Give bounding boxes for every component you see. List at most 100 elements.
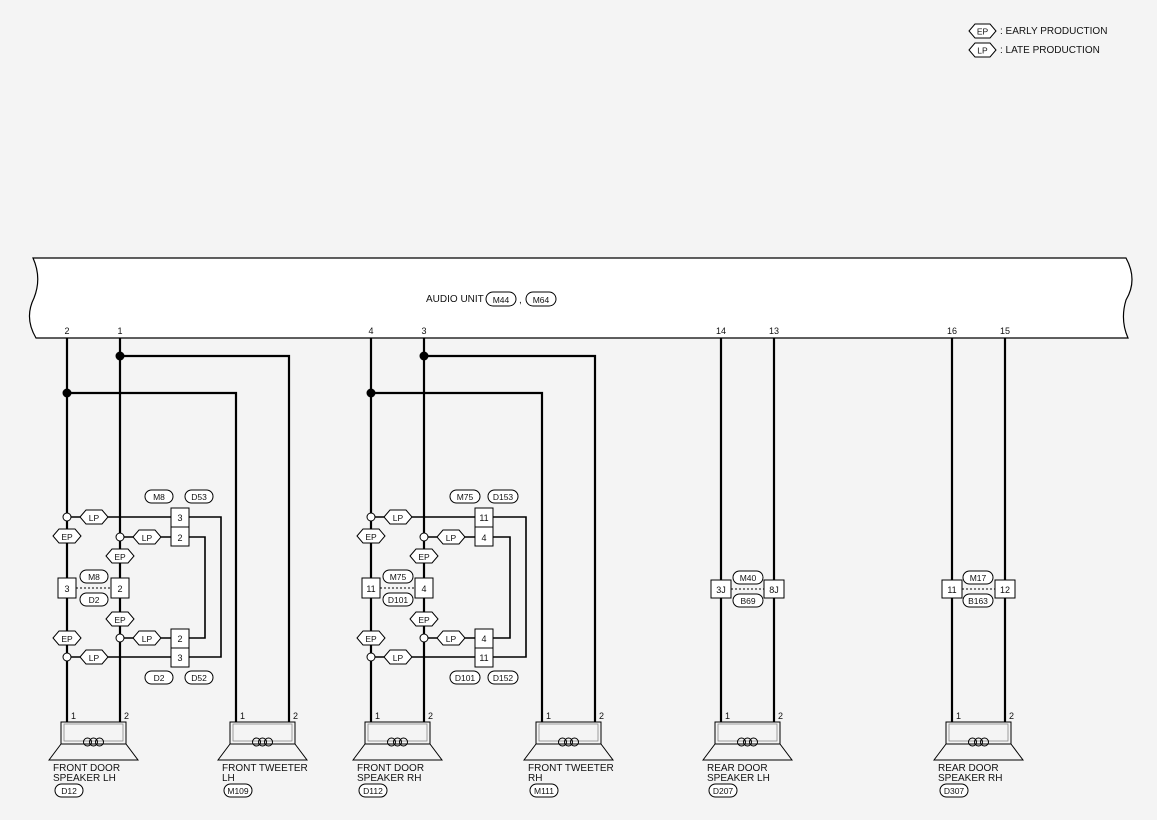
coil-icon bbox=[564, 737, 573, 747]
front-rh-wiring: LP LP LP LP EP EP EP EP M75 D153 11 4 11… bbox=[356, 338, 597, 722]
svg-text:8J: 8J bbox=[769, 585, 779, 595]
unit-pin-1: 1 bbox=[117, 326, 122, 336]
svg-text:EP: EP bbox=[61, 532, 73, 542]
speaker-pin: 2 bbox=[293, 711, 298, 721]
svg-text:LP: LP bbox=[142, 634, 153, 644]
coil-icon bbox=[749, 737, 758, 747]
ep-tag bbox=[52, 528, 82, 544]
speaker-pin: 1 bbox=[725, 711, 730, 721]
coil-icon bbox=[95, 737, 104, 747]
lp-tag bbox=[79, 649, 109, 665]
legend-ep-text: : EARLY PRODUCTION bbox=[1000, 26, 1107, 37]
svg-text:EP: EP bbox=[365, 634, 377, 644]
svg-text:D52: D52 bbox=[191, 673, 207, 683]
speaker-pin: 2 bbox=[1009, 711, 1014, 721]
unit-pin-13: 13 bbox=[769, 326, 779, 336]
splice-dot bbox=[115, 351, 125, 361]
coil-icon bbox=[974, 737, 983, 747]
svg-text:EP: EP bbox=[114, 552, 126, 562]
lp-tag bbox=[79, 509, 109, 525]
svg-text:4: 4 bbox=[481, 634, 486, 644]
svg-text:LP: LP bbox=[393, 653, 404, 663]
coil-icon bbox=[89, 737, 98, 747]
coil-icon bbox=[252, 737, 261, 747]
ep-tag bbox=[52, 630, 82, 646]
audio-unit: AUDIO UNIT M44 , M64 2 1 4 3 14 13 16 15 bbox=[28, 257, 1133, 339]
audio-unit-label: AUDIO UNIT bbox=[426, 294, 484, 305]
coil-icon bbox=[980, 737, 989, 747]
svg-text:D2: D2 bbox=[154, 673, 165, 683]
coil-icon bbox=[737, 737, 746, 747]
svg-text:LP: LP bbox=[89, 653, 100, 663]
audio-unit-conn1-oval bbox=[485, 291, 517, 307]
rear-rh-wiring: 11 12 M17 B163 bbox=[941, 338, 1016, 722]
legend: EP : EARLY PRODUCTION LP : LATE PRODUCTI… bbox=[968, 23, 1107, 58]
coil-icon bbox=[570, 737, 579, 747]
speaker-name-line2: SPEAKER LH bbox=[707, 773, 770, 784]
legend-ep-badge bbox=[968, 23, 997, 39]
speaker-conn: M109 bbox=[227, 786, 249, 796]
svg-text:3: 3 bbox=[177, 653, 182, 663]
audio-unit-conn1: M44 bbox=[493, 295, 510, 305]
speaker-name-line2: LH bbox=[222, 773, 235, 784]
speaker-name-line2: SPEAKER LH bbox=[53, 773, 116, 784]
audio-unit-sep: , bbox=[519, 295, 522, 306]
svg-text:B163: B163 bbox=[968, 596, 988, 606]
speaker-conn-oval bbox=[708, 783, 738, 798]
legend-ep-tag: EP bbox=[977, 27, 989, 37]
svg-text:D2: D2 bbox=[89, 595, 100, 605]
svg-text:LP: LP bbox=[446, 533, 457, 543]
speaker-pin: 1 bbox=[240, 711, 245, 721]
ep-tag bbox=[105, 611, 135, 627]
svg-text:EP: EP bbox=[114, 615, 126, 625]
speaker-pin: 1 bbox=[71, 711, 76, 721]
speaker-name-line2: SPEAKER RH bbox=[357, 773, 421, 784]
svg-text:11: 11 bbox=[479, 513, 488, 523]
speaker-name-line1: FRONT TWEETER bbox=[528, 763, 614, 774]
lp-tag bbox=[436, 630, 466, 646]
ep-tag bbox=[409, 611, 439, 627]
speaker-conn: D112 bbox=[363, 786, 383, 796]
speaker-name-line1: REAR DOOR bbox=[707, 763, 768, 774]
svg-text:EP: EP bbox=[365, 532, 377, 542]
svg-text:LP: LP bbox=[446, 634, 457, 644]
audio-unit-box bbox=[28, 257, 1133, 339]
svg-text:12: 12 bbox=[1000, 585, 1010, 595]
coil-icon bbox=[968, 737, 977, 747]
coil-icon bbox=[393, 737, 402, 747]
speaker-pin: 2 bbox=[599, 711, 604, 721]
connector-block bbox=[414, 577, 434, 599]
legend-lp-badge bbox=[968, 42, 997, 58]
svg-text:D152: D152 bbox=[493, 673, 514, 683]
svg-text:M8: M8 bbox=[88, 572, 100, 582]
svg-text:D153: D153 bbox=[493, 492, 514, 502]
speaker-conn-oval bbox=[54, 783, 84, 798]
svg-text:M75: M75 bbox=[390, 572, 407, 582]
unit-pin-3: 3 bbox=[421, 326, 426, 336]
svg-text:LP: LP bbox=[89, 513, 100, 523]
coil-icon bbox=[558, 737, 567, 747]
svg-text:B69: B69 bbox=[740, 596, 755, 606]
speaker-pin: 2 bbox=[124, 711, 129, 721]
audio-unit-conn2-oval bbox=[525, 291, 557, 307]
coil-icon bbox=[264, 737, 273, 747]
unit-pin-14: 14 bbox=[716, 326, 726, 336]
svg-text:4: 4 bbox=[481, 533, 486, 543]
coil-icon bbox=[743, 737, 752, 747]
svg-text:M17: M17 bbox=[970, 573, 987, 583]
svg-text:4: 4 bbox=[421, 584, 426, 594]
speaker-name-line1: FRONT DOOR bbox=[53, 763, 120, 774]
svg-text:M75: M75 bbox=[457, 492, 474, 502]
speaker-pin: 2 bbox=[428, 711, 433, 721]
svg-text:11: 11 bbox=[366, 584, 375, 594]
unit-pin-4: 4 bbox=[368, 326, 373, 336]
splice-dot bbox=[419, 351, 429, 361]
speaker-conn-oval bbox=[529, 783, 559, 798]
speaker-pin: 1 bbox=[546, 711, 551, 721]
lp-tag bbox=[436, 529, 466, 545]
svg-text:D101: D101 bbox=[455, 673, 476, 683]
speaker-conn-oval bbox=[223, 783, 253, 798]
